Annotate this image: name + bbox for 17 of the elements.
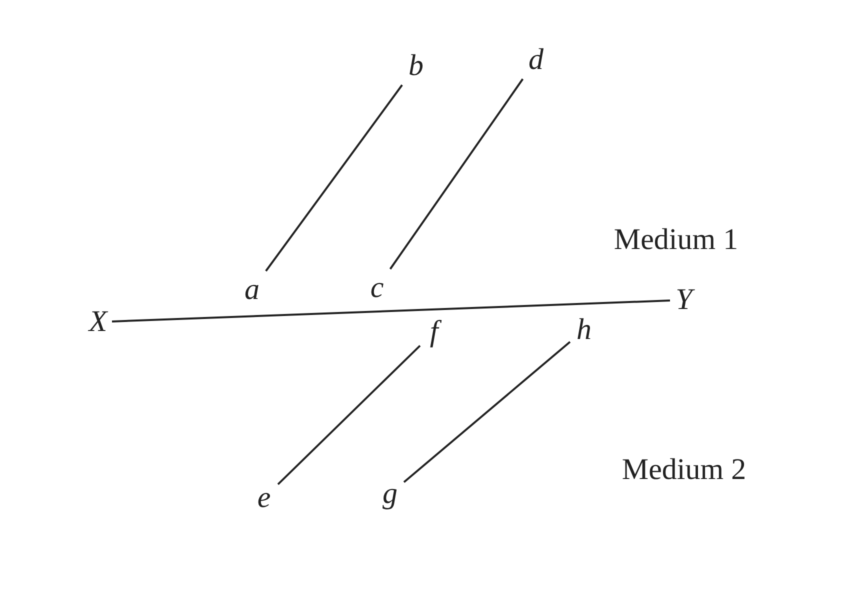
point-label: e (252, 481, 276, 515)
medium-label: Medium 1 (614, 225, 738, 255)
point-label: a (240, 273, 264, 307)
point-label: d (524, 43, 548, 77)
medium-label: Medium 2 (622, 455, 746, 485)
line (112, 300, 670, 322)
line (389, 78, 524, 270)
point-label: X (86, 305, 110, 339)
point-label: h (572, 313, 596, 347)
line (403, 341, 571, 483)
line (277, 344, 421, 486)
point-label: Y (672, 283, 696, 317)
point-label: b (404, 49, 428, 83)
line (265, 84, 403, 272)
point-label: f (422, 315, 446, 349)
point-label: g (378, 477, 402, 511)
point-label: c (365, 271, 389, 305)
